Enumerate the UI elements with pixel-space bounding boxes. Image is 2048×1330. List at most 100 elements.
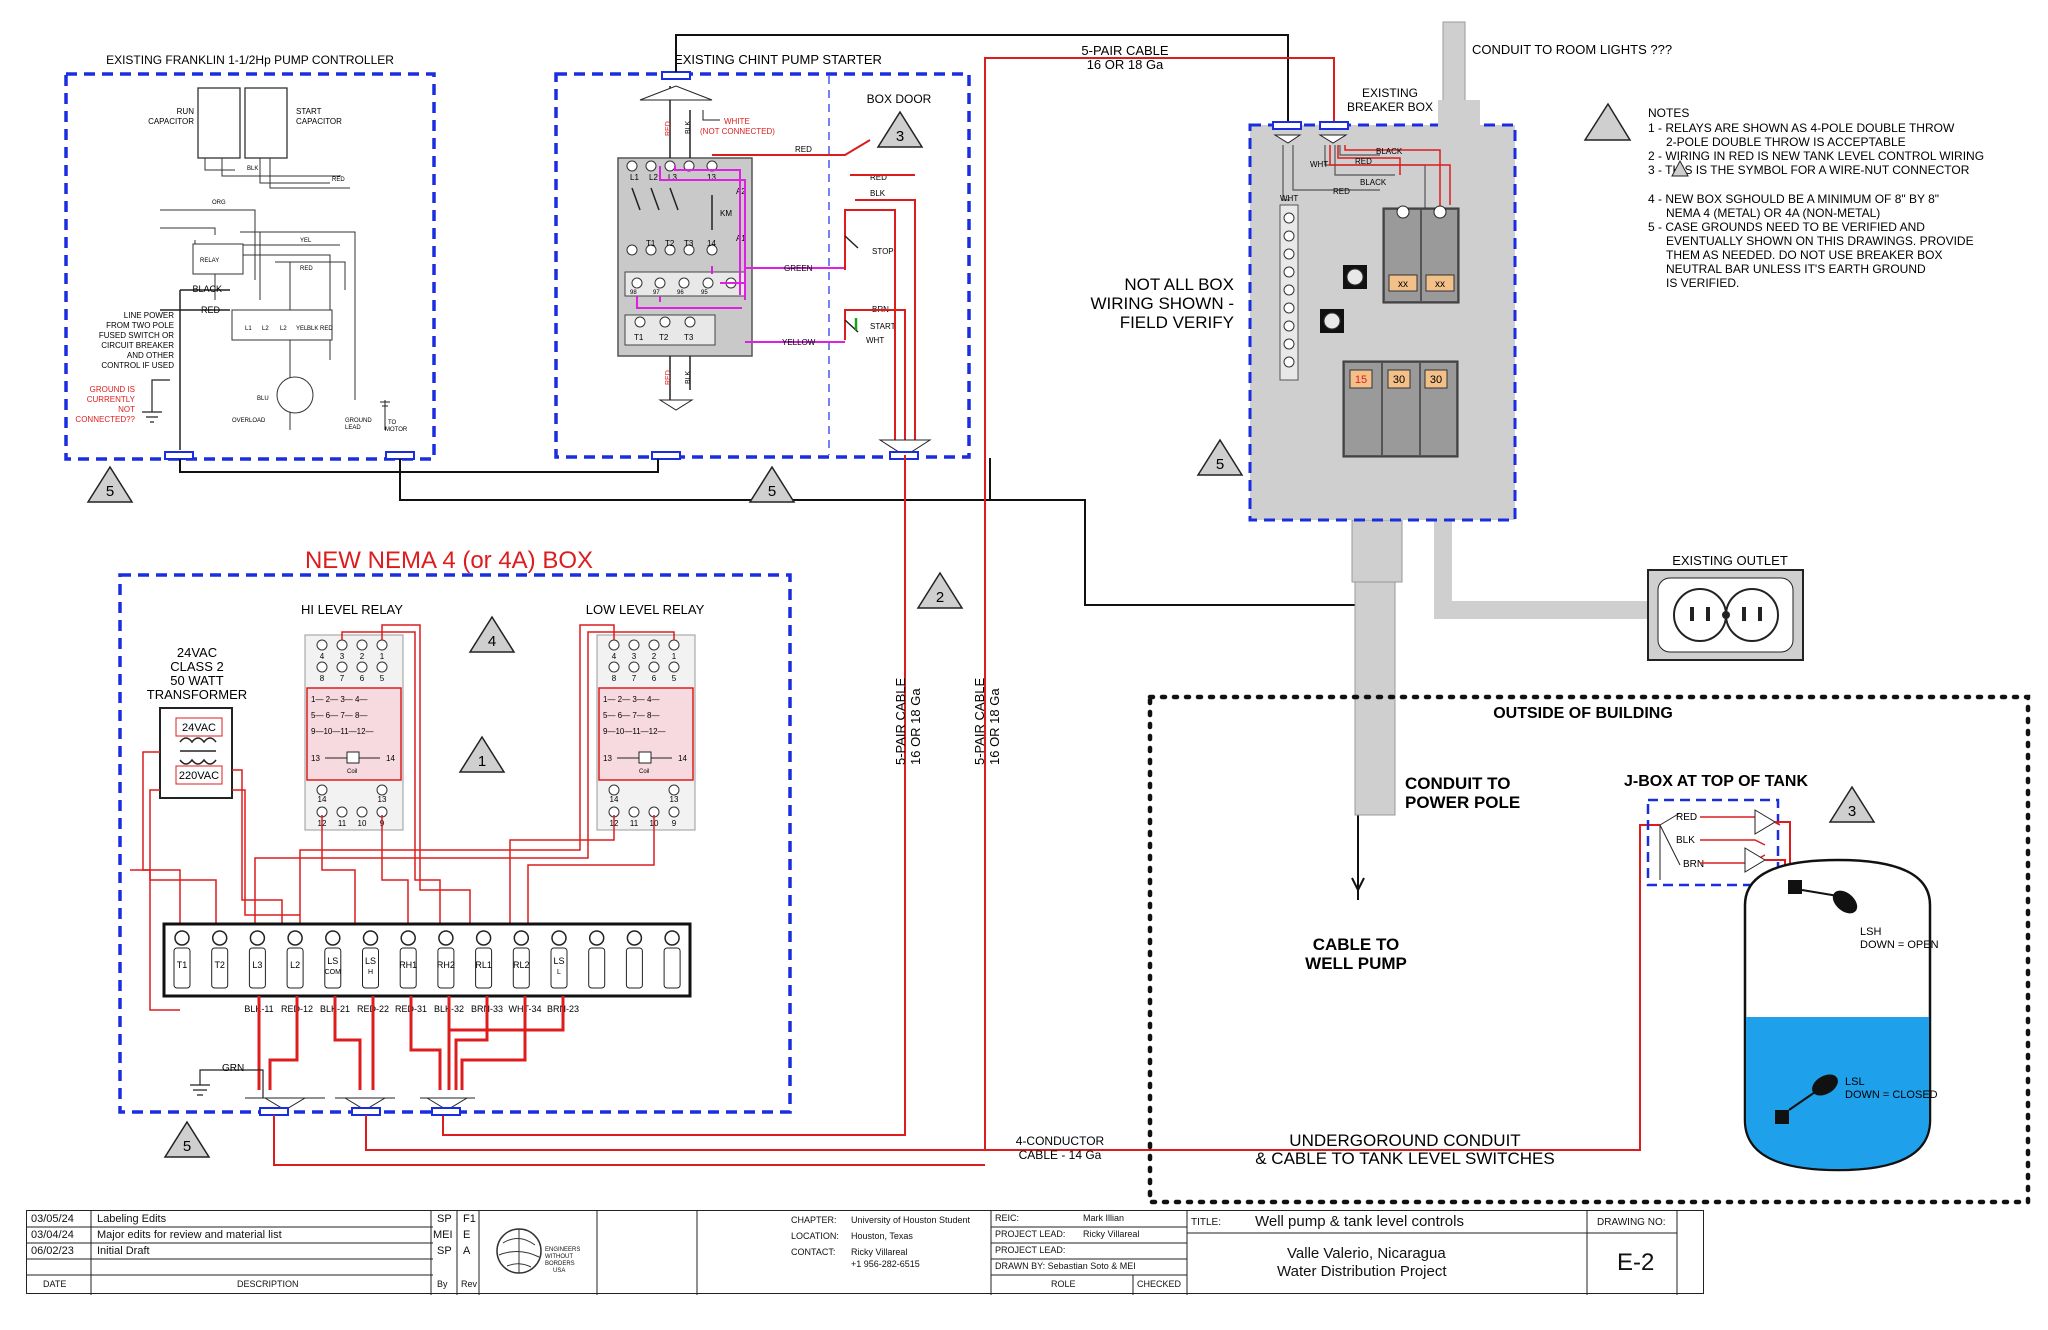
start-cap-label-2: CAPACITOR — [296, 117, 342, 126]
terminal-slot — [362, 947, 379, 989]
lsl-1: LSL — [1845, 1076, 1865, 1088]
bb-wire-1: BLACK — [1376, 147, 1403, 156]
cable-4c-1: 4-CONDUCTOR — [1016, 1134, 1105, 1148]
outside-title: OUTSIDE OF BUILDING — [1493, 705, 1673, 722]
bb-wire-4: BLACK — [1360, 178, 1387, 187]
logo-4: USA — [553, 1268, 566, 1274]
cable-gland — [651, 451, 681, 460]
km-label: KM — [720, 209, 732, 218]
tag-1: 1 — [478, 753, 486, 770]
contact-phone: +1 956-282-6515 — [851, 1259, 920, 1269]
hdr-rev: Rev — [461, 1279, 478, 1289]
rev2-desc: Major edits for review and material list — [97, 1229, 282, 1241]
note-5e: IS VERIFIED. — [1666, 276, 1739, 290]
contact-name: Ricky Villareal — [851, 1247, 908, 1257]
hr-b2-2: 11 — [338, 819, 347, 828]
rev3-by: SP — [437, 1245, 452, 1257]
overload-device — [276, 376, 314, 414]
terminal-screw — [325, 930, 341, 946]
hr-coil: Coil — [347, 769, 357, 775]
terminal-screw — [551, 930, 567, 946]
terminal-label: RL2 — [513, 960, 530, 970]
role-label: ROLE — [1051, 1279, 1076, 1289]
rev3-date: 06/02/23 — [31, 1245, 74, 1257]
a1-label: A1 — [736, 234, 746, 243]
drawing-no-label: DRAWING NO: — [1597, 1217, 1666, 1228]
pc-term-3: L2 — [280, 326, 287, 332]
nema-title: NEW NEMA 4 (or 4A) BOX — [305, 547, 593, 574]
hr-coil-r: 14 — [386, 754, 395, 763]
lr-mid-2: 7 — [632, 674, 637, 683]
lr-top-4: 1 — [672, 652, 677, 661]
bb-wire-2: RED — [1355, 157, 1372, 166]
hr-mid-4: 5 — [380, 674, 385, 683]
terminal-screw — [249, 930, 266, 946]
note-1: 1 - RELAYS ARE SHOWN AS 4-POLE DOUBLE TH… — [1648, 121, 1955, 135]
line-power-5: AND OTHER — [127, 351, 174, 360]
overload-label: OVERLOAD — [232, 418, 266, 424]
tag-5a: 5 — [106, 483, 114, 500]
terminal-label: L3 — [252, 960, 262, 970]
terminal-label: LS — [553, 956, 564, 966]
terminal-slot — [625, 947, 643, 989]
terminal-slot — [588, 947, 606, 989]
field-verify-2: WIRING SHOWN - — [1090, 294, 1234, 313]
main-breaker-rating-2: xx — [1435, 279, 1445, 290]
rev2-by: MEI — [433, 1229, 453, 1241]
cable-gland — [1319, 121, 1349, 130]
xf-label-4: TRANSFORMER — [147, 687, 247, 702]
hr-b1-1: 14 — [318, 795, 327, 804]
st-low-1: T1 — [634, 333, 644, 342]
checked-label: CHECKED — [1137, 1279, 1182, 1289]
hdr-desc: DESCRIPTION — [237, 1279, 299, 1289]
hr-mid-3: 6 — [360, 674, 365, 683]
terminal-label: T1 — [177, 960, 188, 970]
ground-lead-2: LEAD — [345, 425, 361, 431]
ewb-logo — [496, 1228, 542, 1274]
st-blk-vert: BLK — [685, 120, 692, 134]
rev1-rev: F1 — [463, 1213, 476, 1225]
terminal-label: LS — [365, 956, 376, 966]
chint-starter: EXISTING CHINT PUMP STARTER BOX DOOR L1 … — [554, 52, 971, 460]
lr-b1-2: 13 — [670, 795, 679, 804]
outside-boundary — [1147, 694, 2031, 1205]
main-breaker-rating-1: xx — [1398, 279, 1408, 290]
lr-row-2: 5— 6— 7— 8— — [603, 711, 659, 720]
lead-label-2: PROJECT LEAD: — [995, 1245, 1066, 1255]
run-cap-label-1: RUN — [177, 107, 195, 116]
conduit-pole-2: POWER POLE — [1405, 793, 1520, 812]
tag-2: 2 — [936, 589, 944, 606]
rev3-rev: A — [463, 1245, 471, 1257]
to-motor-2: MOTOR — [385, 427, 408, 433]
to-motor-1: TO — [388, 420, 397, 426]
outlet-label: EXISTING OUTLET — [1672, 553, 1788, 568]
hr-row-1: 1— 2— 3— 4— — [311, 695, 367, 704]
breaker-30b: 30 — [1430, 374, 1442, 386]
tag-4: 4 — [488, 633, 496, 650]
pc-wire-tag-4: YEL — [300, 238, 312, 244]
tag-3b: 3 — [1848, 803, 1856, 820]
starter-title: EXISTING CHINT PUMP STARTER — [674, 52, 882, 67]
pc-wire-tag-2: RED — [332, 177, 345, 183]
conduit-pole-1: CONDUIT TO — [1405, 774, 1510, 793]
lr-b2-2: 11 — [630, 819, 639, 828]
cable-gland — [1272, 121, 1302, 130]
ground-note-3: NOT — [118, 405, 135, 414]
bb-wire-3: WHT — [1310, 160, 1328, 169]
st-top-1: L1 — [630, 173, 639, 182]
pc-term-5: BLK — [307, 326, 318, 332]
lr-mid-3: 6 — [652, 674, 657, 683]
terminal-slot — [248, 947, 266, 989]
st-bot-4: 14 — [707, 239, 716, 248]
hr-top-3: 2 — [360, 652, 365, 661]
logo-3: BORDERS — [545, 1261, 575, 1267]
xf-secondary: 24VAC — [182, 722, 216, 734]
lsh-2: DOWN = OPEN — [1860, 939, 1939, 951]
lsh-1: LSH — [1860, 926, 1881, 938]
terminal-slot — [399, 947, 417, 989]
note-5b: EVENTUALLY SHOWN ON THIS DRAWINGS. PROVI… — [1666, 234, 1974, 248]
hr-row-3: 9—10—11—12— — [311, 727, 374, 736]
terminal-label: H — [368, 969, 373, 976]
terminal-label: T2 — [214, 960, 225, 970]
st-top-3: L3 — [668, 173, 677, 182]
